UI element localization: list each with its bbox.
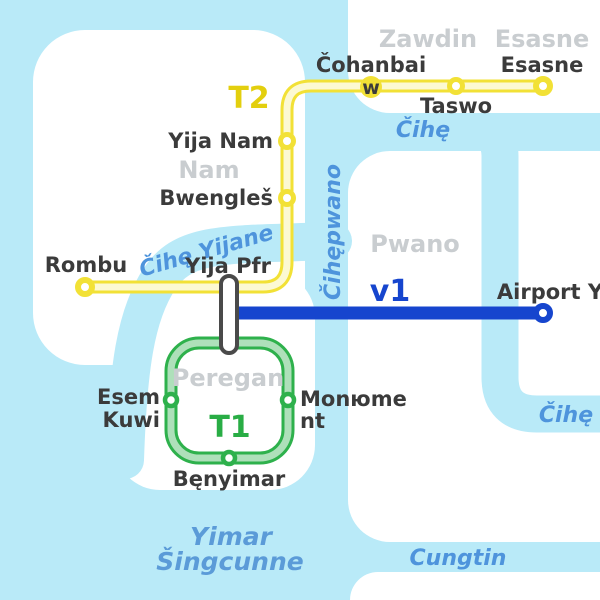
region-label-esasne: Esasne <box>495 25 590 53</box>
station-label-esem-kuwi-line1: Esem <box>97 385 160 409</box>
station-label-cohanbaiw-line1: Čohanbai <box>316 52 426 77</box>
station-label-taswo: Taswo <box>420 94 492 118</box>
water-label-cihe-north: Čihę <box>396 117 450 143</box>
station-label-yija-pfr: Yija Pfr <box>184 254 272 278</box>
line-label-t1: T1 <box>209 410 250 445</box>
station-label-yija-nam: Yija Nam <box>167 129 273 153</box>
water-label-yimar-line1: Yimar <box>190 522 274 551</box>
water-label-cungtin: Cungtin <box>410 546 507 571</box>
station-marker-rombu <box>75 277 95 297</box>
station-labels: Rombu Yija Pfr Bwengleš Yija Nam Čohanba… <box>45 52 600 491</box>
landmass-pwano-airport <box>348 151 600 542</box>
station-label-monument-line1: Monюme <box>300 387 407 411</box>
station-label-rombu: Rombu <box>45 253 127 277</box>
region-label-pwano: Pwano <box>370 230 460 258</box>
station-marker-yija-nam <box>278 132 296 150</box>
region-label-nam: Nam <box>178 156 239 184</box>
station-label-benyimar: Bęnyimar <box>173 467 286 491</box>
station-marker-cohanbaiw <box>360 76 382 98</box>
line-labels: T2 T1 v1 <box>209 81 410 445</box>
station-marker-monument <box>279 391 297 409</box>
line-t2-center-stripe <box>81 82 547 291</box>
station-label-cohanbaiw-line2: w <box>362 77 380 99</box>
water-label-cihepwano: Čihępwano <box>320 164 346 300</box>
water-label-yimar-line2: Šingcunne <box>156 546 303 576</box>
landmass-southeast <box>350 572 600 600</box>
station-label-bwengles: Bwengleš <box>159 186 273 210</box>
station-marker-esasne <box>533 76 553 96</box>
station-marker-bwengles <box>278 189 296 207</box>
line-label-t2: T2 <box>228 81 269 116</box>
station-label-monument-line2: nt <box>300 409 325 433</box>
line-label-v1: v1 <box>370 274 410 309</box>
river-cihe-yijane <box>106 222 352 479</box>
region-label-peregan: Peregan <box>172 364 284 392</box>
water-label-cihe-east: Čihę <box>539 402 593 428</box>
station-marker-airport-y <box>533 303 553 323</box>
region-labels: Zawdin Esasne Nam Pwano Peregan <box>172 25 589 392</box>
station-label-esem-kuwi-line2: Kuwi <box>103 408 160 432</box>
region-label-zawdin: Zawdin <box>379 25 477 53</box>
interchange-marker-yija-pfr <box>219 274 239 355</box>
river-cihe-channel <box>318 113 600 433</box>
station-marker-esem-kuwi <box>162 391 180 409</box>
rivers <box>106 113 600 479</box>
station-markers <box>75 76 553 467</box>
station-label-airport-y: Airport Y <box>497 280 600 304</box>
station-marker-benyimar <box>220 449 238 467</box>
station-marker-taswo <box>447 77 465 95</box>
station-label-esasne: Esasne <box>501 53 584 77</box>
